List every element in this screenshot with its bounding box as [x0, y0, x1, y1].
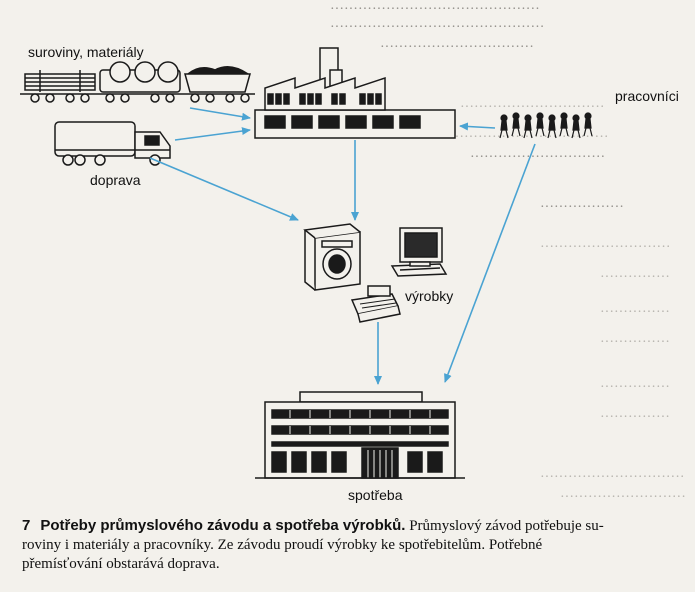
label-transport: doprava — [90, 172, 141, 188]
label-consumption: spotřeba — [348, 487, 403, 503]
caption-line-2: roviny i materiály a pracovníky. Ze závo… — [22, 537, 543, 553]
truck-icon — [54, 121, 171, 166]
typewriter-icon — [350, 285, 401, 323]
workers-icon — [499, 112, 593, 139]
caption-title: Potřeby průmyslového závodu a spotřeba v… — [40, 517, 406, 534]
computer-icon — [390, 227, 448, 277]
arrow-transport-to-products — [149, 157, 299, 221]
caption-line-1: 7 Potřeby průmyslového závodu a spotřeba … — [22, 516, 682, 536]
label-materials: suroviny, materiály — [28, 44, 144, 60]
caption-text-1: Průmyslový závod potřebuje su- — [405, 518, 604, 534]
figure-number: 7 — [22, 517, 31, 534]
arrow-workers-to-consumption — [444, 143, 536, 383]
label-workers: pracovníci — [615, 88, 679, 104]
figure-caption: 7 Potřeby průmyslového závodu a spotřeba … — [22, 516, 682, 574]
washing-machine-icon — [303, 223, 361, 291]
label-products: výrobky — [405, 288, 454, 304]
caption-line-3: přemísťování obstarává doprava. — [22, 556, 220, 572]
arrow-workers-to-factory — [459, 122, 496, 131]
arrow-materials-to-factory — [189, 107, 251, 121]
freight-train-icon — [20, 61, 255, 103]
department-store-icon — [255, 391, 465, 479]
arrow-transport-to-factory — [174, 127, 251, 141]
factory-icon — [254, 47, 456, 139]
flow-arrows — [149, 107, 536, 385]
